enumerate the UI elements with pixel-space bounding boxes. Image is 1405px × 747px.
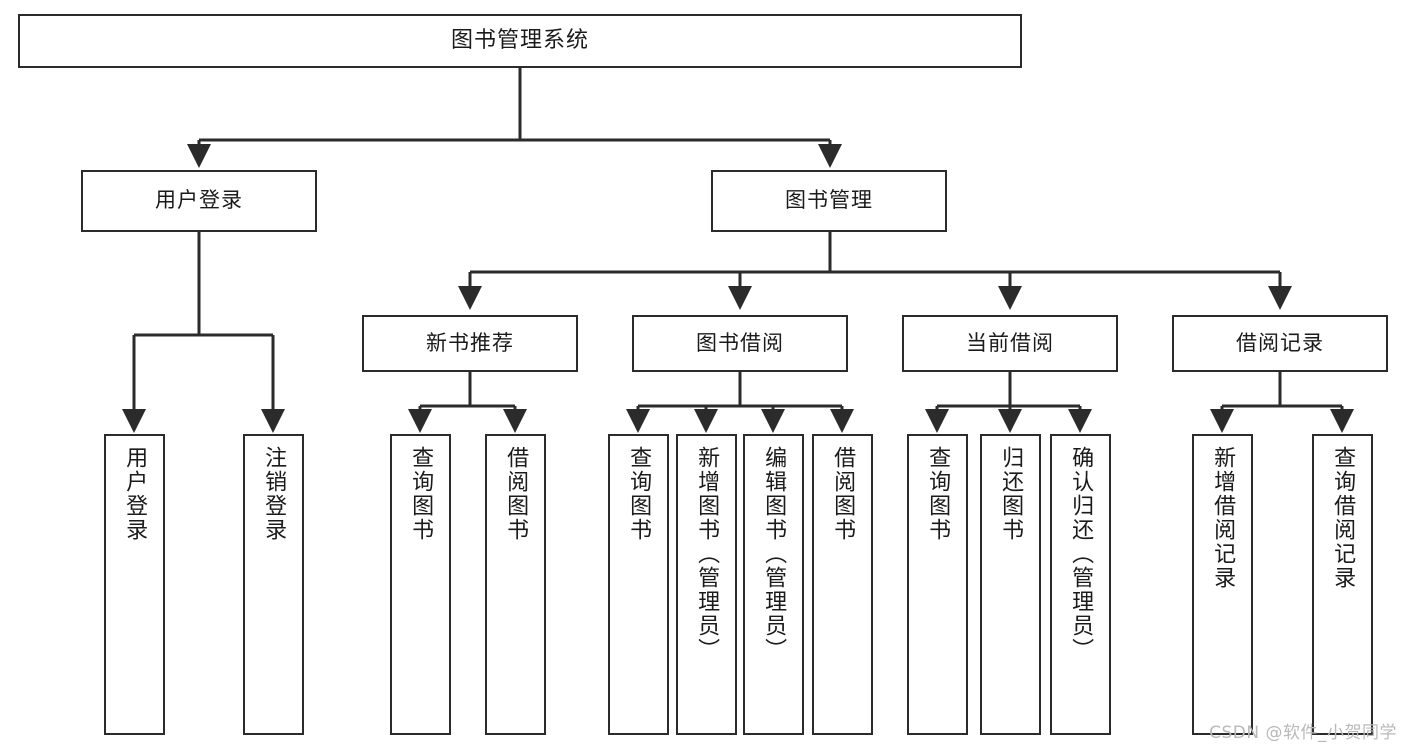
node-book-borrow[interactable]: 图书借阅: [632, 315, 848, 372]
node-current-borrow-label: 当前借阅: [966, 330, 1054, 355]
leaf-borrow-book-borrow-label: 借阅图书: [830, 446, 856, 542]
node-book-borrow-label: 图书借阅: [696, 330, 784, 355]
leaf-query-book-current[interactable]: 查询图书: [907, 434, 968, 735]
node-user-login[interactable]: 用户登录: [81, 170, 317, 232]
node-new-book-recommend-label: 新书推荐: [426, 330, 514, 355]
leaf-borrow-book-recommend-label: 借阅图书: [503, 446, 529, 542]
node-borrow-record[interactable]: 借阅记录: [1172, 315, 1388, 372]
leaf-return-book[interactable]: 归还图书: [980, 434, 1041, 735]
node-root[interactable]: 图书管理系统: [18, 14, 1022, 68]
node-root-label: 图书管理系统: [450, 27, 589, 53]
leaf-add-book-label: 新增图书（管理员）: [694, 446, 720, 662]
leaf-edit-book[interactable]: 编辑图书（管理员）: [743, 434, 804, 735]
leaf-logout-label: 注销登录: [261, 446, 287, 542]
node-current-borrow[interactable]: 当前借阅: [902, 315, 1118, 372]
leaf-confirm-return-label: 确认归还（管理员）: [1068, 446, 1094, 662]
leaf-add-borrow-record-label: 新增借阅记录: [1210, 446, 1236, 590]
leaf-add-book[interactable]: 新增图书（管理员）: [676, 434, 737, 735]
node-book-manage[interactable]: 图书管理: [711, 170, 947, 232]
leaf-query-book-recommend-label: 查询图书: [408, 446, 434, 542]
node-new-book-recommend[interactable]: 新书推荐: [362, 315, 578, 372]
leaf-query-book-current-label: 查询图书: [925, 446, 951, 542]
leaf-user-login[interactable]: 用户登录: [104, 434, 165, 735]
leaf-query-borrow-record[interactable]: 查询借阅记录: [1312, 434, 1373, 735]
leaf-user-login-label: 用户登录: [122, 446, 148, 542]
leaf-return-book-label: 归还图书: [998, 446, 1024, 542]
leaf-add-borrow-record[interactable]: 新增借阅记录: [1192, 434, 1253, 735]
leaf-query-borrow-record-label: 查询借阅记录: [1330, 446, 1356, 590]
leaf-edit-book-label: 编辑图书（管理员）: [761, 446, 787, 662]
leaf-borrow-book-borrow[interactable]: 借阅图书: [812, 434, 873, 735]
leaf-query-book-recommend[interactable]: 查询图书: [390, 434, 451, 735]
leaf-query-book-borrow-label: 查询图书: [626, 446, 652, 542]
node-borrow-record-label: 借阅记录: [1236, 330, 1324, 355]
leaf-query-book-borrow[interactable]: 查询图书: [608, 434, 669, 735]
leaf-borrow-book-recommend[interactable]: 借阅图书: [485, 434, 546, 735]
leaf-confirm-return[interactable]: 确认归还（管理员）: [1050, 434, 1111, 735]
csdn-watermark: CSDN @软件_小贺同学: [1209, 723, 1397, 743]
node-book-manage-label: 图书管理: [785, 188, 873, 213]
node-user-login-label: 用户登录: [155, 188, 243, 213]
leaf-logout[interactable]: 注销登录: [243, 434, 304, 735]
